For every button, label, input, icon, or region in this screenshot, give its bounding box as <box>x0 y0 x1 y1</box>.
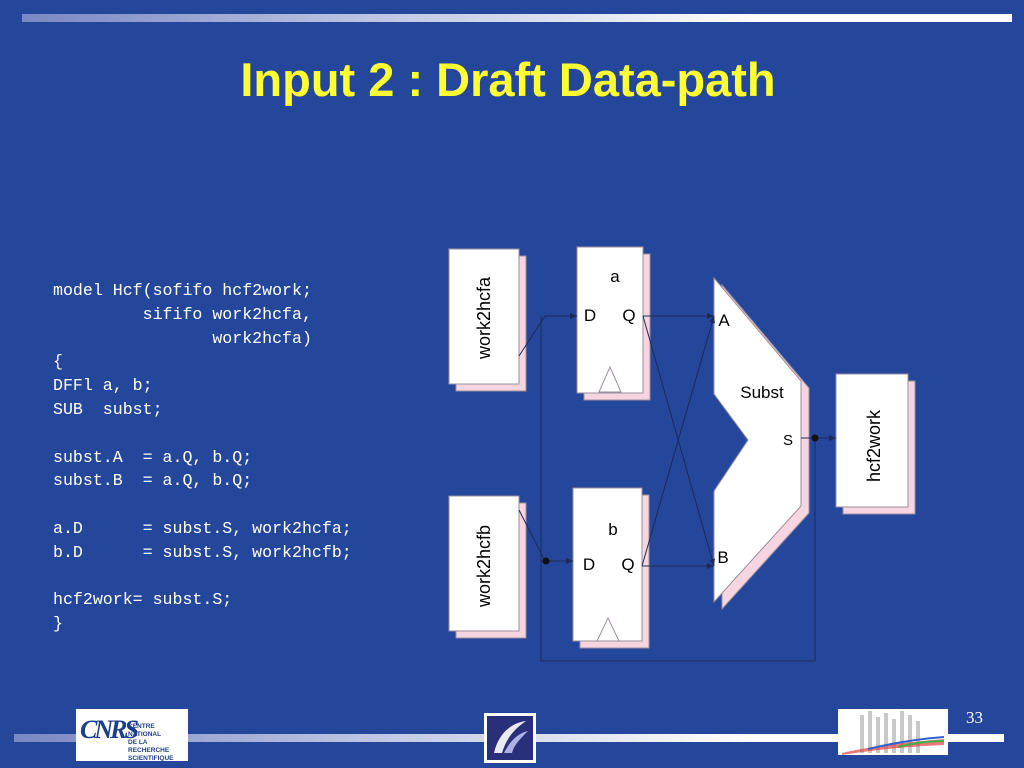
code-line: sififo work2hcfa, <box>53 304 312 324</box>
subst-a-port: A <box>718 311 730 330</box>
fifo-work2hcfb: work2hcfb <box>448 495 527 639</box>
right-institution-logo <box>838 709 948 755</box>
center-emblem-logo <box>484 713 536 763</box>
code-line: b.D = subst.S, work2hcfb; <box>53 542 352 562</box>
code-line: } <box>53 614 63 634</box>
fifo-hcf2work: hcf2work <box>835 373 916 515</box>
dff-b-clock-icon <box>596 616 620 642</box>
page-number: 33 <box>966 708 983 727</box>
junction-dot-s <box>811 434 819 442</box>
code-line: SUB subst; <box>53 399 163 419</box>
cnrs-logo-text: CENTRE NATIONAL DE LA RECHERCHE SCIENTIF… <box>128 723 174 762</box>
code-line: subst.B = a.Q, b.Q; <box>53 471 253 491</box>
subst-name: Subst <box>740 383 784 402</box>
code-line: subst.A = a.Q, b.Q; <box>53 447 253 467</box>
dff-a-clock-icon <box>598 365 622 393</box>
top-decorative-bar <box>22 14 1012 22</box>
code-line: a.D = subst.S, work2hcfa; <box>53 518 352 538</box>
subst-s-port: S <box>783 432 793 449</box>
cnrs-logo-letters: CNRS <box>80 715 139 744</box>
dff-a: a D Q <box>576 246 651 401</box>
code-listing: model Hcf(sofifo hcf2work; sififo work2h… <box>53 279 352 636</box>
subst-block: Subst A B S <box>713 276 810 611</box>
code-line: work2hcfa) <box>53 328 312 348</box>
wires <box>518 313 836 662</box>
dff-b-name: b <box>608 520 617 539</box>
bar-graphic-icon <box>842 711 945 755</box>
fifo-work2hcfa: work2hcfa <box>448 248 527 392</box>
fifo-hcf2work-label: hcf2work <box>864 409 884 482</box>
code-line: DFFl a, b; <box>53 376 153 396</box>
slide-title: Input 2 : Draft Data-path <box>240 53 776 106</box>
code-line: { <box>53 352 63 372</box>
dff-a-name: a <box>610 267 620 286</box>
dff-a-q-port: Q <box>622 306 635 325</box>
dff-b: b D Q <box>572 487 650 649</box>
code-line: hcf2work= subst.S; <box>53 590 233 610</box>
fifo-work2hcfa-label: work2hcfa <box>474 276 494 360</box>
code-line: model Hcf(sofifo hcf2work; <box>53 281 312 300</box>
cnrs-logo: CNRS CENTRE NATIONAL DE LA RECHERCHE SCI… <box>76 709 188 762</box>
fifo-work2hcfb-label: work2hcfb <box>474 525 494 608</box>
dff-b-d-port: D <box>583 555 595 574</box>
dff-b-q-port: Q <box>621 555 634 574</box>
subst-b-port: B <box>717 548 728 567</box>
junction-dot-b <box>542 557 550 565</box>
dff-a-d-port: D <box>584 306 596 325</box>
emblem-icon <box>487 716 533 760</box>
